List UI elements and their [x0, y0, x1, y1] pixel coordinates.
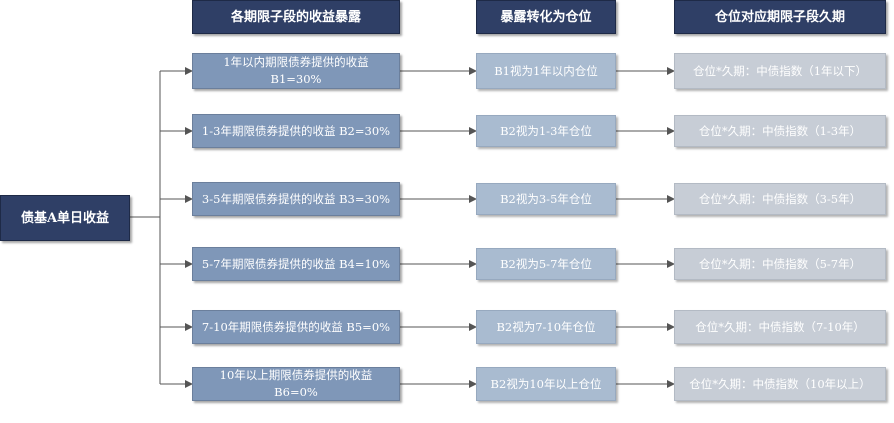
- duration-text-5: 仓位*久期：中债指数（7-10年）: [695, 319, 865, 334]
- position-text-2: B2视为1-3年仓位: [500, 123, 592, 138]
- header-position-label: 暴露转化为仓位: [500, 9, 592, 25]
- root-label: 债基A单日收益: [20, 210, 110, 226]
- duration-box-5: 仓位*久期：中债指数（7-10年）: [674, 310, 886, 344]
- duration-text-3: 仓位*久期：中债指数（3-5年）: [698, 191, 862, 206]
- header-duration: 仓位对应期限子段久期: [674, 0, 886, 34]
- position-text-4: B2视为5-7年仓位: [500, 256, 592, 271]
- exposure-box-3: 3-5年期限债券提供的收益 B3=30%: [192, 182, 400, 216]
- exposure-text-1: 1年以内期限债券提供的收益 B1=30%: [223, 55, 369, 86]
- duration-box-6: 仓位*久期：中债指数（10年以上）: [674, 367, 886, 401]
- position-box-5: B2视为7-10年仓位: [476, 310, 616, 344]
- exposure-box-5: 7-10年期限债券提供的收益 B5=0%: [192, 310, 400, 344]
- header-exposure-label: 各期限子段的收益暴露: [230, 9, 361, 25]
- position-box-4: B2视为5-7年仓位: [476, 248, 616, 280]
- exposure-box-4: 5-7年期限债券提供的收益 B4=10%: [192, 247, 400, 281]
- duration-box-3: 仓位*久期：中债指数（3-5年）: [674, 183, 886, 215]
- exposure-box-2: 1-3年期限债券提供的收益 B2=30%: [192, 114, 400, 148]
- duration-text-6: 仓位*久期：中债指数（10年以上）: [689, 376, 871, 391]
- position-box-1: B1视为1年以内仓位: [476, 53, 616, 89]
- exposure-text-2: 1-3年期限债券提供的收益 B2=30%: [201, 123, 391, 138]
- position-text-1: B1视为1年以内仓位: [494, 63, 598, 78]
- exposure-box-1: 1年以内期限债券提供的收益 B1=30%: [192, 53, 400, 89]
- header-exposure: 各期限子段的收益暴露: [192, 0, 400, 34]
- position-box-2: B2视为1-3年仓位: [476, 115, 616, 147]
- position-box-6: B2视为10年以上仓位: [476, 367, 616, 401]
- position-box-3: B2视为3-5年仓位: [476, 183, 616, 215]
- duration-text-4: 仓位*久期：中债指数（5-7年）: [698, 256, 862, 271]
- duration-text-1: 仓位*久期：中债指数（1年以下）: [692, 63, 868, 78]
- exposure-text-3: 3-5年期限债券提供的收益 B3=30%: [201, 191, 391, 206]
- root-node: 债基A单日收益: [0, 195, 130, 241]
- position-text-6: B2视为10年以上仓位: [490, 376, 602, 391]
- position-text-5: B2视为7-10年仓位: [496, 319, 596, 334]
- duration-box-4: 仓位*久期：中债指数（5-7年）: [674, 248, 886, 280]
- duration-box-1: 仓位*久期：中债指数（1年以下）: [674, 53, 886, 89]
- header-duration-label: 仓位对应期限子段久期: [714, 9, 845, 25]
- header-position: 暴露转化为仓位: [476, 0, 616, 34]
- duration-text-2: 仓位*久期：中债指数（1-3年）: [698, 123, 862, 138]
- exposure-box-6: 10年以上期限债券提供的收益 B6=0%: [192, 367, 400, 401]
- position-text-3: B2视为3-5年仓位: [500, 191, 592, 206]
- exposure-text-4: 5-7年期限债券提供的收益 B4=10%: [201, 256, 391, 271]
- exposure-text-6: 10年以上期限债券提供的收益 B6=0%: [219, 368, 373, 399]
- duration-box-2: 仓位*久期：中债指数（1-3年）: [674, 115, 886, 147]
- exposure-text-5: 7-10年期限债券提供的收益 B5=0%: [201, 319, 391, 334]
